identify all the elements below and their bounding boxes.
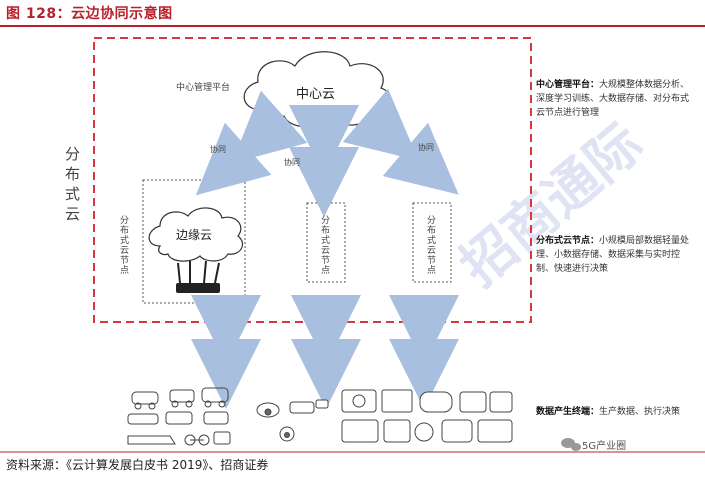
annotation-distributed: 分布式云节点：小规模局部数据轻量处理、小数据存储、数据采集与实时控制、快速进行决…: [536, 234, 696, 276]
vehicle-icons-group: [127, 387, 231, 446]
node-box-3: [412, 202, 452, 283]
appliance-icons-group: [341, 389, 513, 443]
annotation-terminal-title: 数据产生终端：: [536, 407, 600, 417]
center-cloud-label: 中心云: [296, 87, 336, 102]
annotation-distributed-text: 小规模局部数据轻量处理、小数据存储、数据采集与实时控制、快速进行决策: [536, 236, 690, 274]
annotation-terminal: 数据产生终端：生产数据、执行决策: [536, 405, 696, 419]
outer-region-label: 分布式云: [63, 146, 81, 226]
edge-cloud-shape: [148, 207, 243, 262]
collab-label-3: 协同: [418, 143, 434, 152]
title-divider: [0, 25, 705, 27]
annotation-terminal-text: 生产数据、执行决策: [599, 407, 681, 417]
node-label-3: 分布式云节点: [425, 215, 435, 275]
node-box-2: [306, 202, 346, 283]
collab-arrow-1: [195, 90, 308, 196]
node-label-2: 分布式云节点: [319, 215, 329, 275]
source-note: 资料来源：《云计算发展白皮书 2019》、招商证券: [6, 458, 269, 472]
figure-title: 图 128：云边协同示意图: [6, 6, 173, 22]
collab-label-2: 协同: [284, 158, 300, 167]
center-platform-label: 中心管理平台: [176, 83, 231, 93]
annotation-center-title: 中心管理平台：: [536, 80, 600, 90]
collab-label-1: 协同: [210, 145, 226, 154]
node-label-1: 分布式云节点: [118, 215, 128, 275]
annotation-distributed-title: 分布式云节点：: [536, 236, 600, 246]
router-icon: [176, 260, 220, 293]
brand-label: 5G产业圈: [582, 441, 627, 452]
brand-logo-icon: [561, 438, 581, 451]
camera-icons-group: [256, 399, 329, 442]
annotation-center-text: 大规模整体数据分析、深度学习训练、大数据存储、对分布式云节点进行管理: [536, 80, 690, 118]
collab-arrow-3: [342, 88, 459, 195]
edge-cloud-label: 边缘云: [176, 228, 213, 242]
annotation-center: 中心管理平台：大规模整体数据分析、深度学习训练、大数据存储、对分布式云节点进行管…: [536, 78, 696, 120]
